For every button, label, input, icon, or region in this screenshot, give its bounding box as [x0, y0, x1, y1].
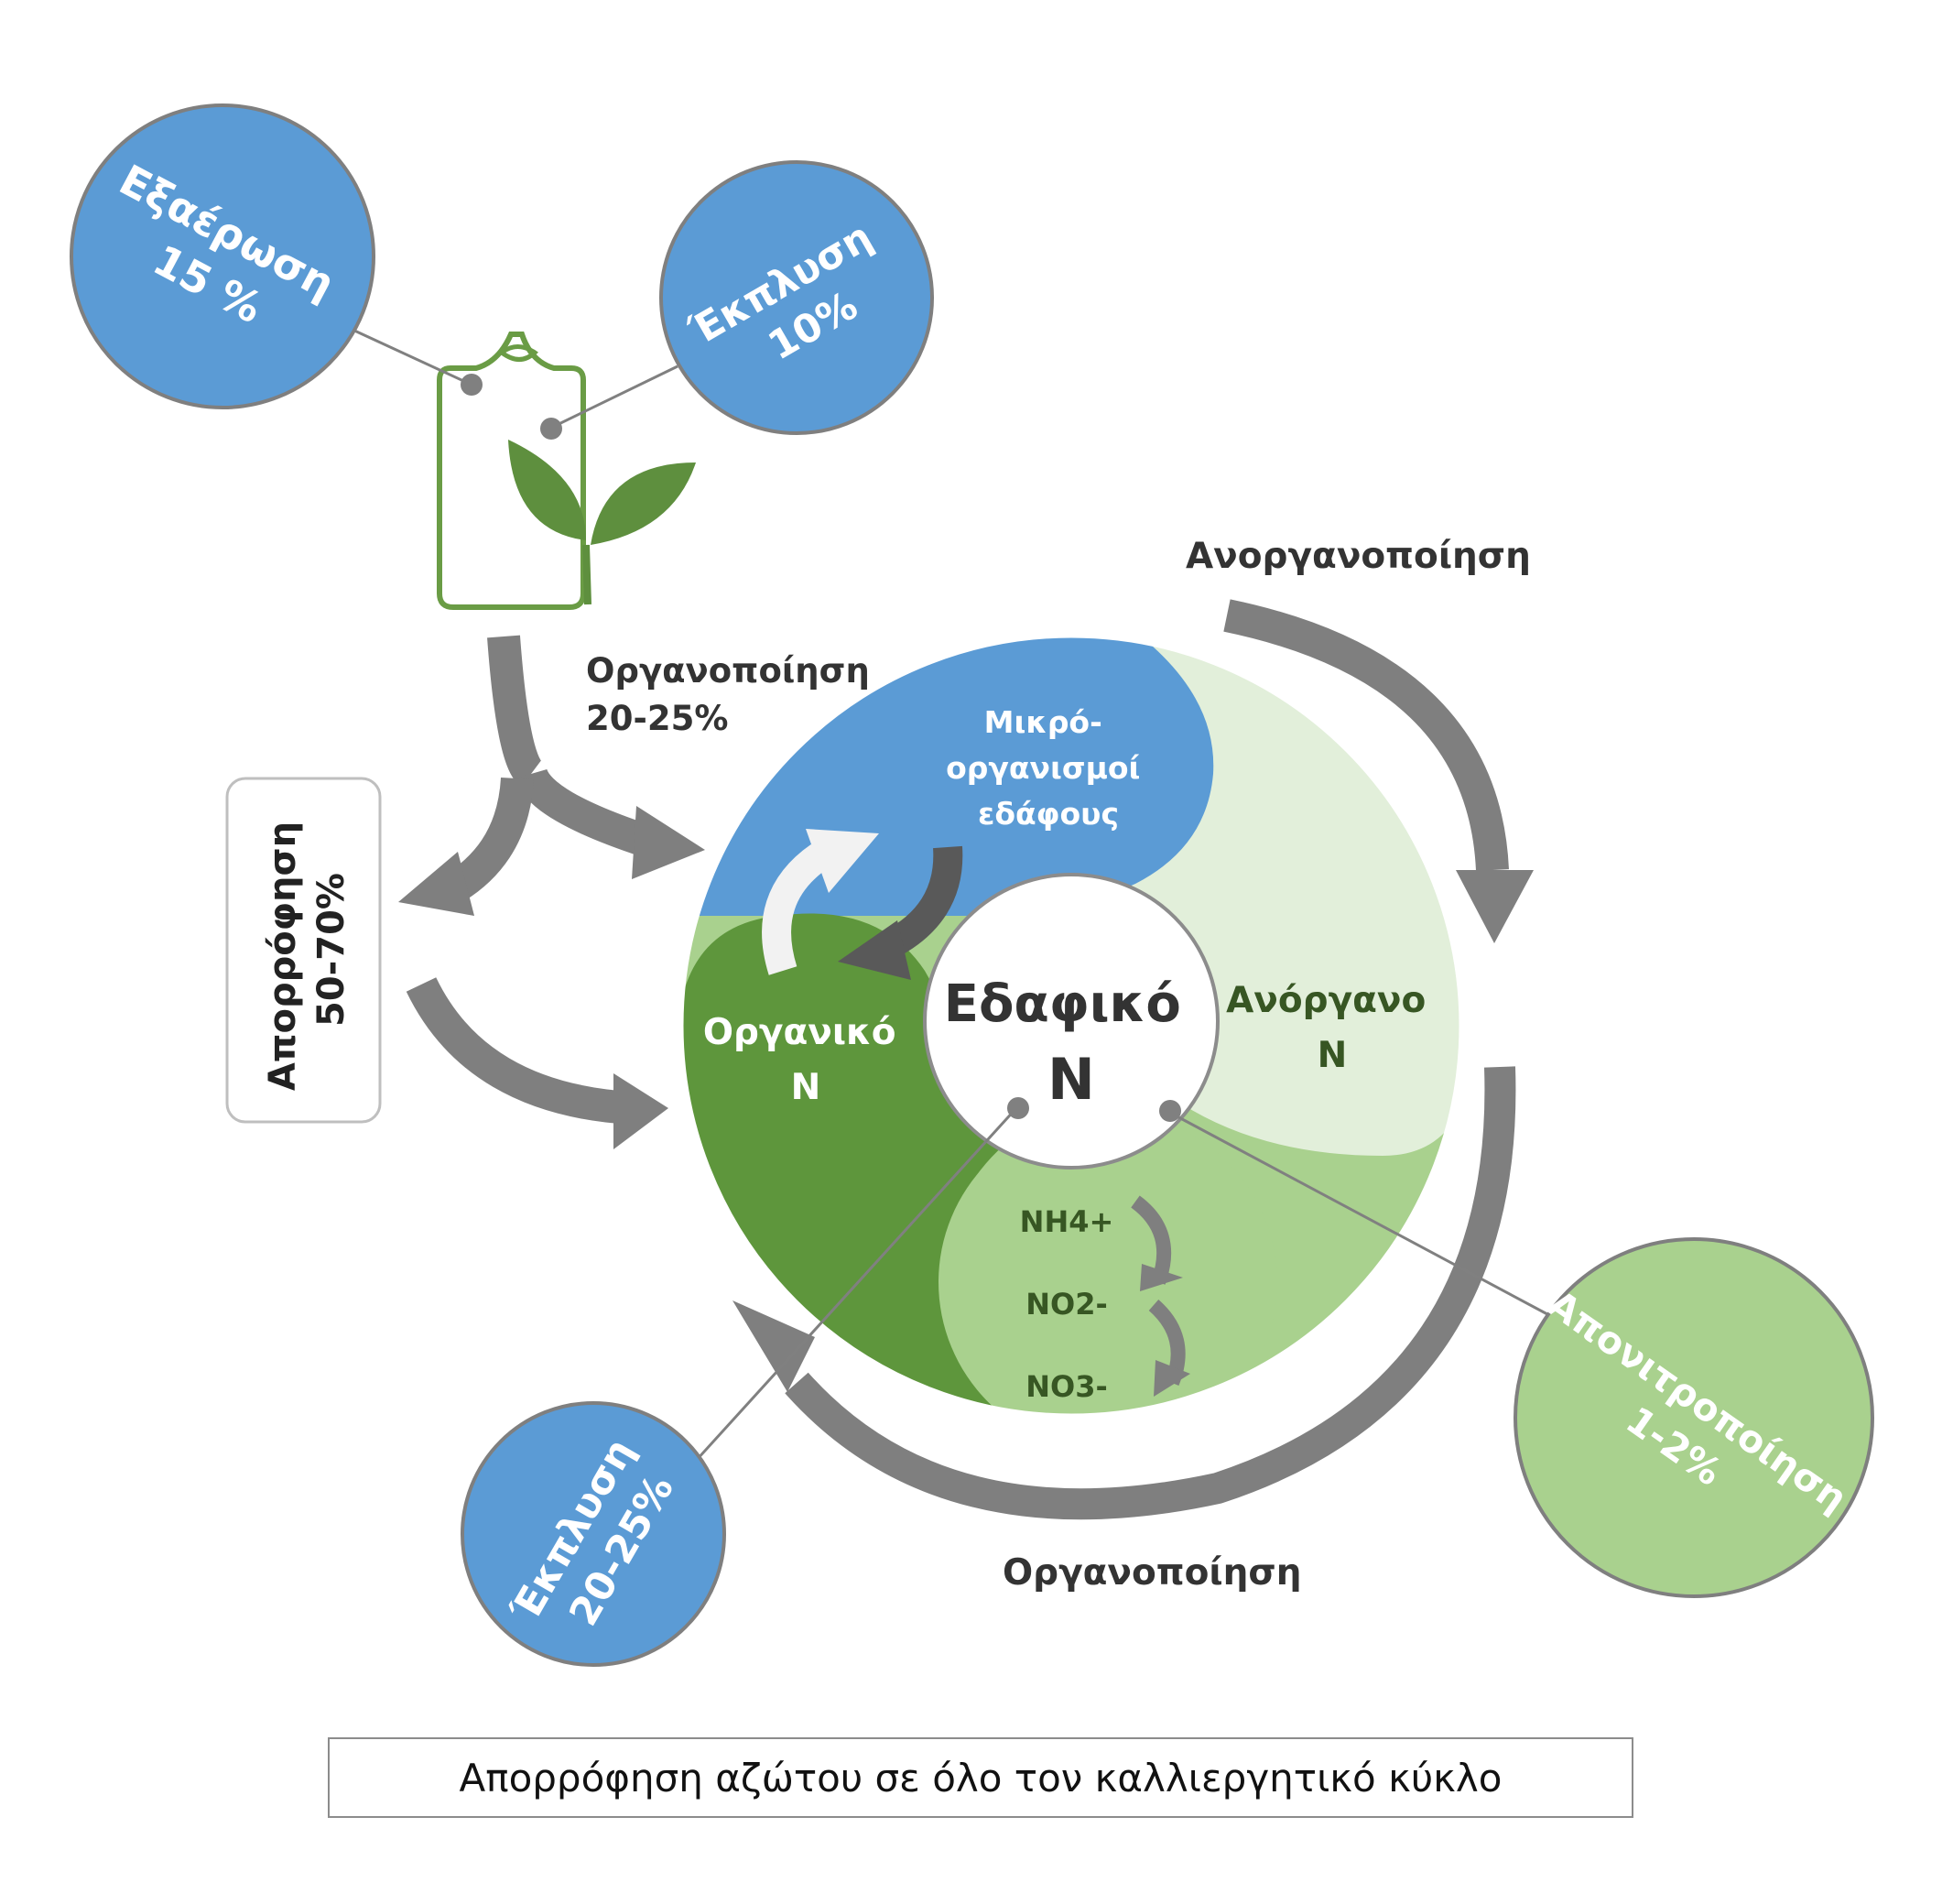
immobilization-bottom-label: Οργανοποίηση: [1003, 1552, 1302, 1594]
caption: Απορρόφηση αζώτου σε όλο τον καλλιεργητι…: [328, 1737, 1633, 1818]
arrowhead-to-ring-bottom-icon: [613, 1073, 668, 1149]
soil-n-center: [923, 873, 1220, 1170]
ions-lobe: [939, 1113, 1277, 1415]
svg-text:Απορρόφηση 50-70%: Απορρόφηση 50-70%: [262, 809, 353, 1091]
denitrification-circle: Απονιτροποίηση 1-2%: [1514, 1237, 1874, 1598]
ion-no2: NO2-: [1025, 1287, 1108, 1322]
ion-arrowhead-1-icon: [1140, 1264, 1183, 1291]
organic-n-label: Οργανικό N: [703, 1012, 908, 1108]
leaching-bottom-circle: Έκπλυση 20-25%: [461, 1401, 726, 1667]
arrowhead-to-absorption-icon: [398, 852, 474, 916]
ion-nh4: NH4+: [1020, 1204, 1114, 1239]
plant-tag-icon: [437, 332, 696, 610]
soil-n-label: Εδαφικό N: [944, 974, 1199, 1113]
mineralization-label: Ανοργανοποίηση: [1186, 536, 1531, 577]
arrowhead-to-ring-top-icon: [632, 806, 705, 879]
volatilization-circle: Εξαέρωση 15 %: [70, 103, 375, 409]
immobilization-top-label: Οργανοποίηση 20-25%: [586, 651, 882, 738]
leaf-left-icon: [508, 440, 586, 540]
inorganic-n-label: Ανόργανο N: [1226, 980, 1438, 1076]
microbe-organic-cycle: [762, 829, 963, 980]
ion-arrowhead-2-icon: [1154, 1360, 1190, 1397]
connector-dot-1: [461, 374, 483, 396]
ion-no3: NO3-: [1025, 1369, 1108, 1404]
arrowhead-up-icon: [806, 829, 879, 893]
curved-arrow-up-icon: [762, 843, 829, 975]
arrowhead-down-icon: [838, 920, 911, 980]
leaf-right-icon: [591, 462, 696, 545]
microorganisms-label: Μικρό- οργανισμοί εδάφους: [946, 704, 1151, 832]
connector-lines: [352, 328, 1548, 1463]
mineralization-arrow: [1223, 599, 1534, 943]
immobilization-arrow: [732, 1066, 1516, 1520]
leaching-top-circle: Έκπλυση 10%: [659, 160, 934, 435]
connector-dot-2: [540, 418, 562, 440]
absorption-box: Απορρόφηση 50-70%: [225, 777, 382, 1124]
connector-dot-4: [1159, 1100, 1181, 1122]
connector-dot-3: [1007, 1097, 1029, 1119]
